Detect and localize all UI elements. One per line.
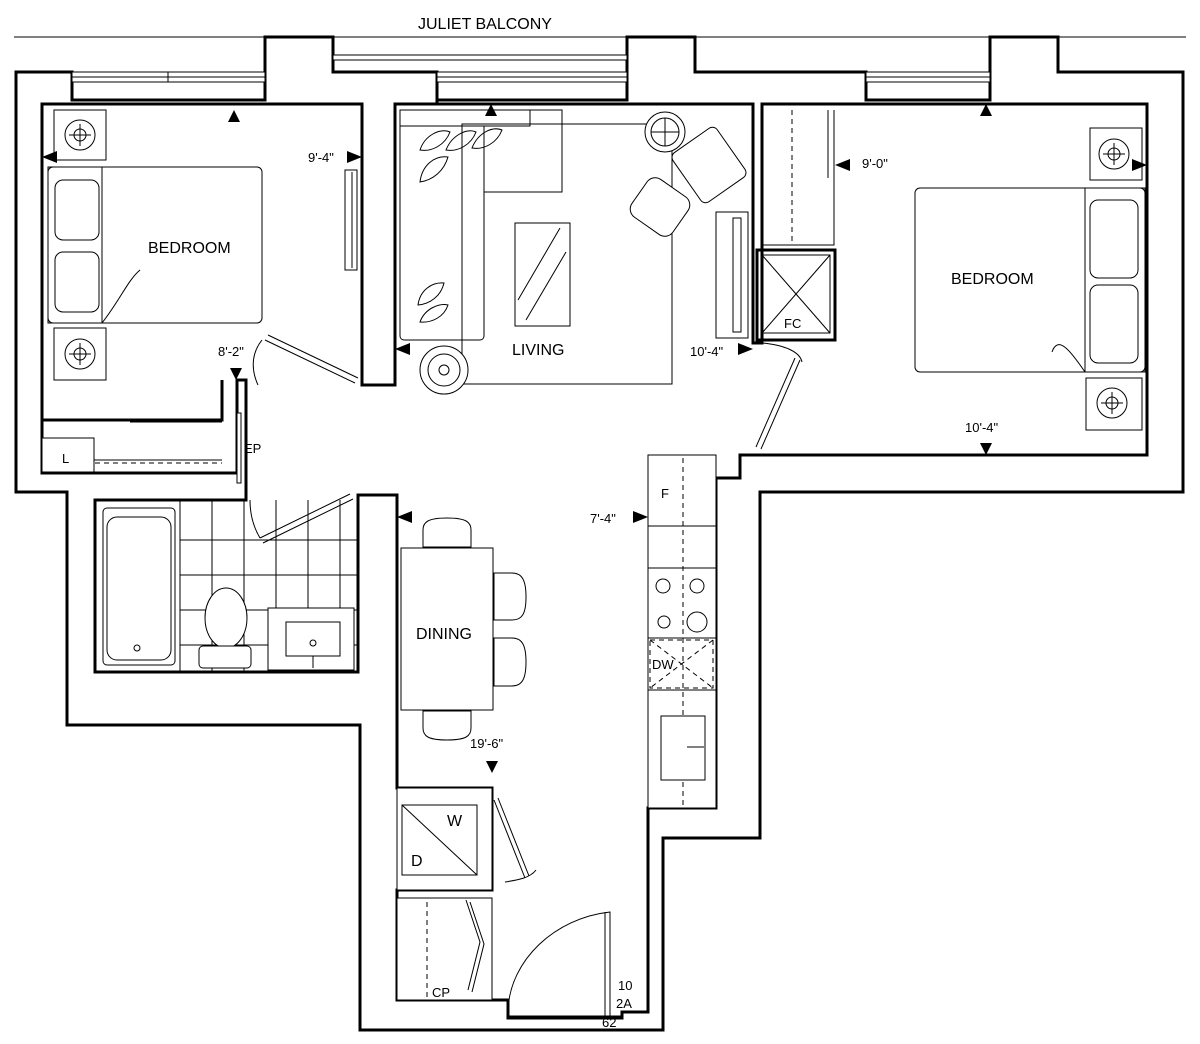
coat-closet: CP — [396, 897, 622, 1017]
bedroom-right-label: BEDROOM — [951, 271, 1034, 288]
kitchen: F DW — [647, 454, 717, 809]
bathroom — [102, 493, 358, 672]
linen-label: L — [62, 451, 69, 466]
laundry: W D — [396, 787, 537, 891]
entry-door — [507, 911, 611, 1016]
side-table — [419, 345, 469, 395]
dishwasher — [649, 639, 714, 689]
pillow — [54, 179, 100, 241]
dining-label: DINING — [416, 626, 472, 643]
juliet-balcony-label: JULIET BALCONY — [418, 16, 552, 33]
washer-label: W — [447, 813, 463, 830]
electrical-panel — [236, 412, 242, 484]
cushion-leaves — [417, 128, 503, 323]
ottoman — [629, 177, 691, 237]
laundry-door — [493, 797, 530, 879]
coat-closet-box — [396, 897, 493, 1001]
fan-coil — [755, 248, 837, 342]
dim-bed-right-depth: 10'-4" — [965, 420, 999, 435]
dimension-arrows — [42, 104, 1147, 773]
fan-coil-label: FC — [784, 316, 801, 331]
kitchen-sink — [660, 715, 706, 781]
bathtub — [102, 507, 176, 666]
wardrobe-tv — [344, 169, 358, 271]
bedroom-left-label: BEDROOM — [148, 240, 231, 257]
bedroom-right-door — [755, 357, 801, 450]
bedroom-left-closet-wall — [42, 380, 224, 422]
dim-bed-right-width: 9'-0" — [862, 156, 888, 171]
living-rug-outline — [461, 123, 673, 385]
coffee-table — [514, 222, 571, 327]
closet-right — [762, 110, 835, 246]
tv-console — [715, 211, 749, 339]
toilet — [204, 587, 248, 649]
electrical-panel-label: EP — [244, 441, 261, 456]
unit-info-line3: 62 — [602, 1015, 616, 1030]
unit-info-line1: 10 — [618, 978, 632, 993]
bedroom-right: FC BEDROOM — [755, 110, 1146, 450]
dim-bed-left-width: 9'-4" — [308, 150, 334, 165]
coat-closet-label: CP — [432, 985, 450, 1000]
bedroom-left-door — [264, 334, 359, 384]
closet-bifold-door — [465, 899, 485, 993]
dim-dining-length: 19'-6" — [470, 736, 504, 751]
nightstand-bottom-right — [1085, 377, 1143, 431]
window-right-bedroom — [865, 71, 991, 83]
dishwasher-label: DW — [652, 657, 674, 672]
dining-table — [400, 547, 494, 711]
dim-bed-left-depth: 8'-2" — [218, 344, 244, 359]
bathroom-door — [259, 493, 354, 544]
pillow — [54, 251, 100, 313]
exterior-wall-outer — [14, 35, 1185, 1032]
bedroom-left: BEDROOM — [47, 109, 359, 386]
dim-kitchen-width: 7'-4" — [590, 511, 616, 526]
living-label: LIVING — [512, 342, 564, 359]
cooktop — [655, 578, 708, 633]
chairs — [422, 517, 527, 741]
armchair — [671, 126, 747, 204]
vanity-sink — [267, 607, 355, 671]
linen-closet — [41, 437, 95, 473]
dim-living-width: 10'-4" — [690, 344, 724, 359]
dining-area: DINING — [400, 517, 527, 741]
fridge-label: F — [661, 486, 669, 501]
living-room: LIVING — [399, 109, 749, 395]
window-left-bedroom — [71, 71, 266, 83]
pillow — [1089, 284, 1139, 364]
sofa — [399, 109, 485, 341]
window-living — [332, 54, 628, 83]
unit-info-line2: 2A — [616, 996, 632, 1011]
exterior-wall-inner — [40, 102, 1149, 1020]
dryer-label: D — [411, 853, 423, 870]
pillow — [1089, 199, 1139, 279]
